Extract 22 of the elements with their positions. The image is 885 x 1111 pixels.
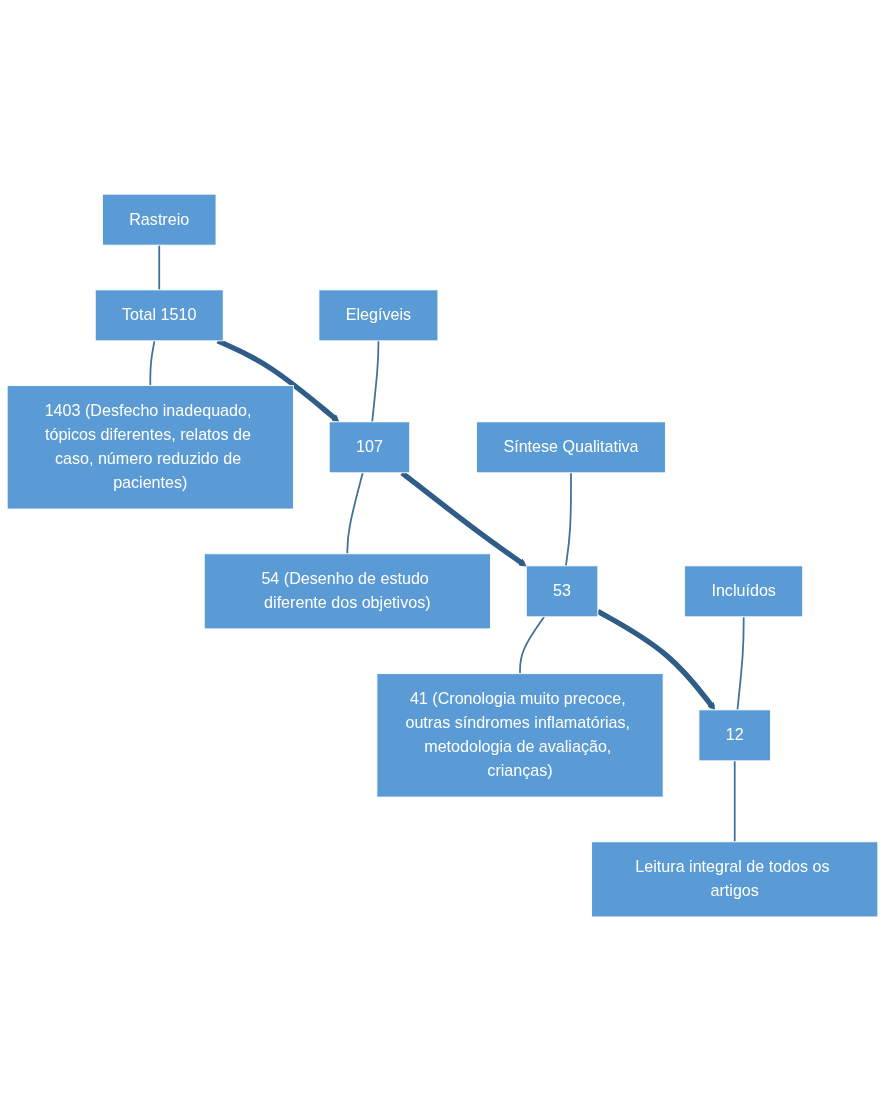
node-box [203,553,491,630]
connector [519,615,546,675]
node-box [6,385,294,510]
node-box [476,421,666,474]
arrow [216,338,340,423]
node-box [101,193,217,246]
node-box [684,565,804,618]
node-box [525,565,599,618]
arrow [596,608,716,711]
node-box [94,289,224,342]
connector [371,339,380,423]
node-box [698,709,771,762]
connector [733,759,736,843]
connector [149,339,156,387]
node-box [376,673,664,798]
node-box [591,841,879,918]
node-box [318,289,439,342]
connector [346,471,364,555]
node-box [328,421,411,474]
connector [564,471,572,567]
connector [736,615,745,711]
connector [158,244,161,291]
